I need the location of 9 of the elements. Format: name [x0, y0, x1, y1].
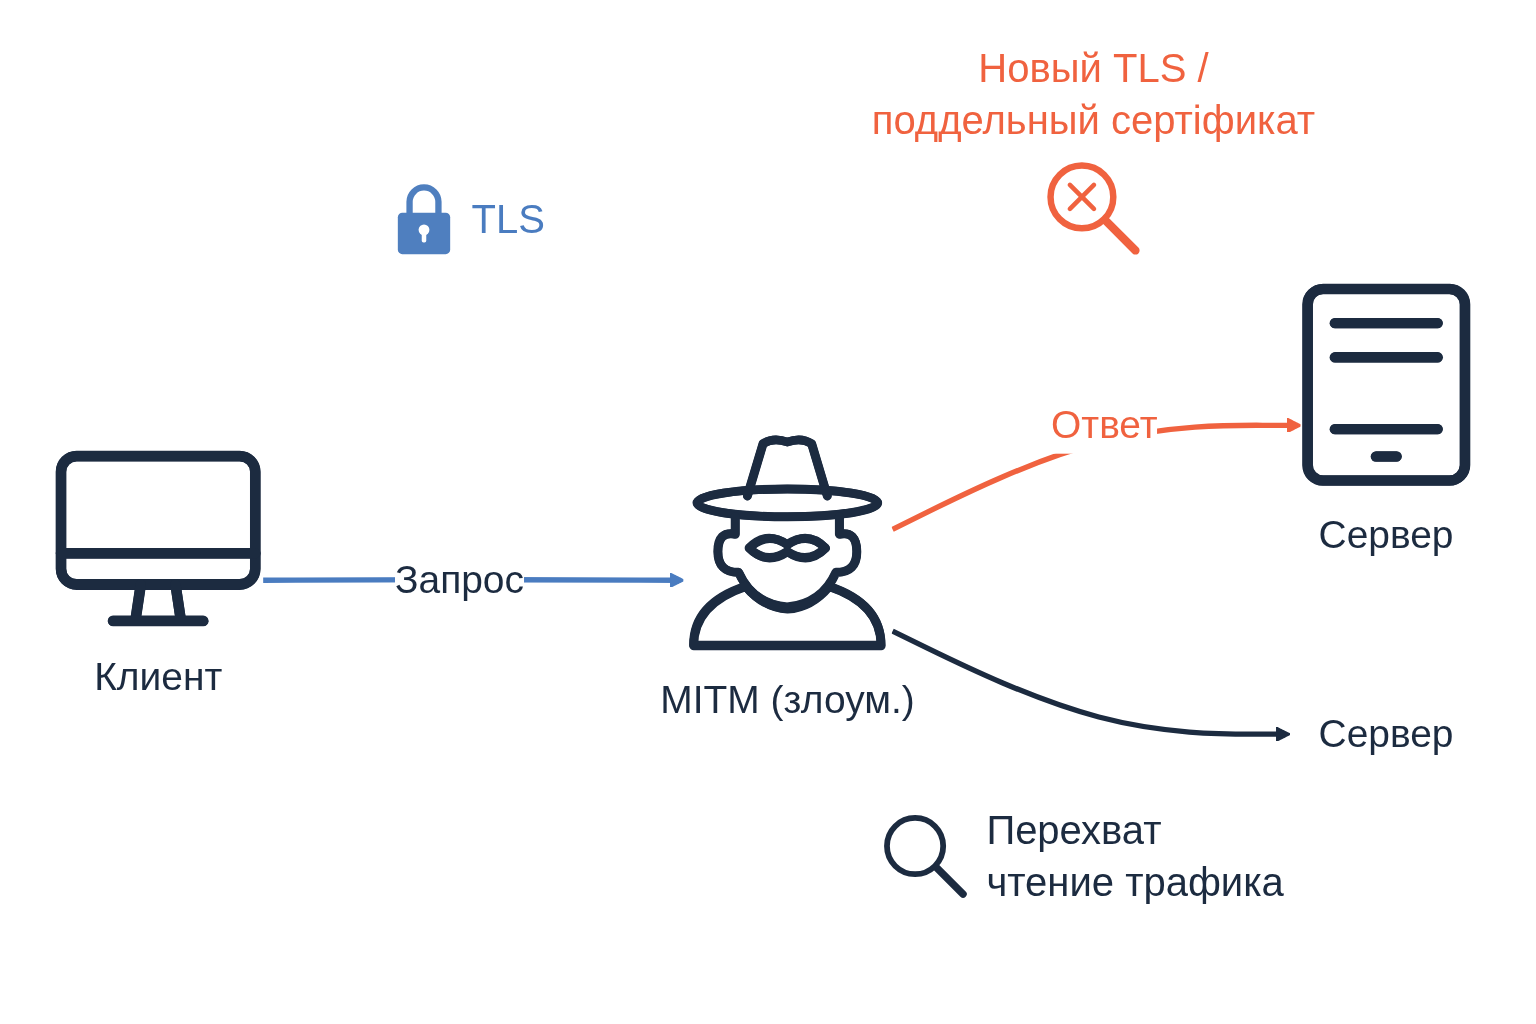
- edge-label: Ответ: [1051, 402, 1158, 447]
- edge-label: Запрос: [394, 557, 525, 602]
- arrow: [891, 628, 1291, 743]
- node-text: Сервер: [1318, 712, 1454, 757]
- annotation-text: Перехват чтение трафика: [986, 806, 1285, 906]
- annotation-text: TLS: [471, 196, 545, 244]
- node-text: Сервер: [1318, 512, 1454, 557]
- annotation-text: Новый TLS / поддельный сертіфикат: [870, 45, 1317, 145]
- node-text: MITM (злоум.): [660, 677, 915, 722]
